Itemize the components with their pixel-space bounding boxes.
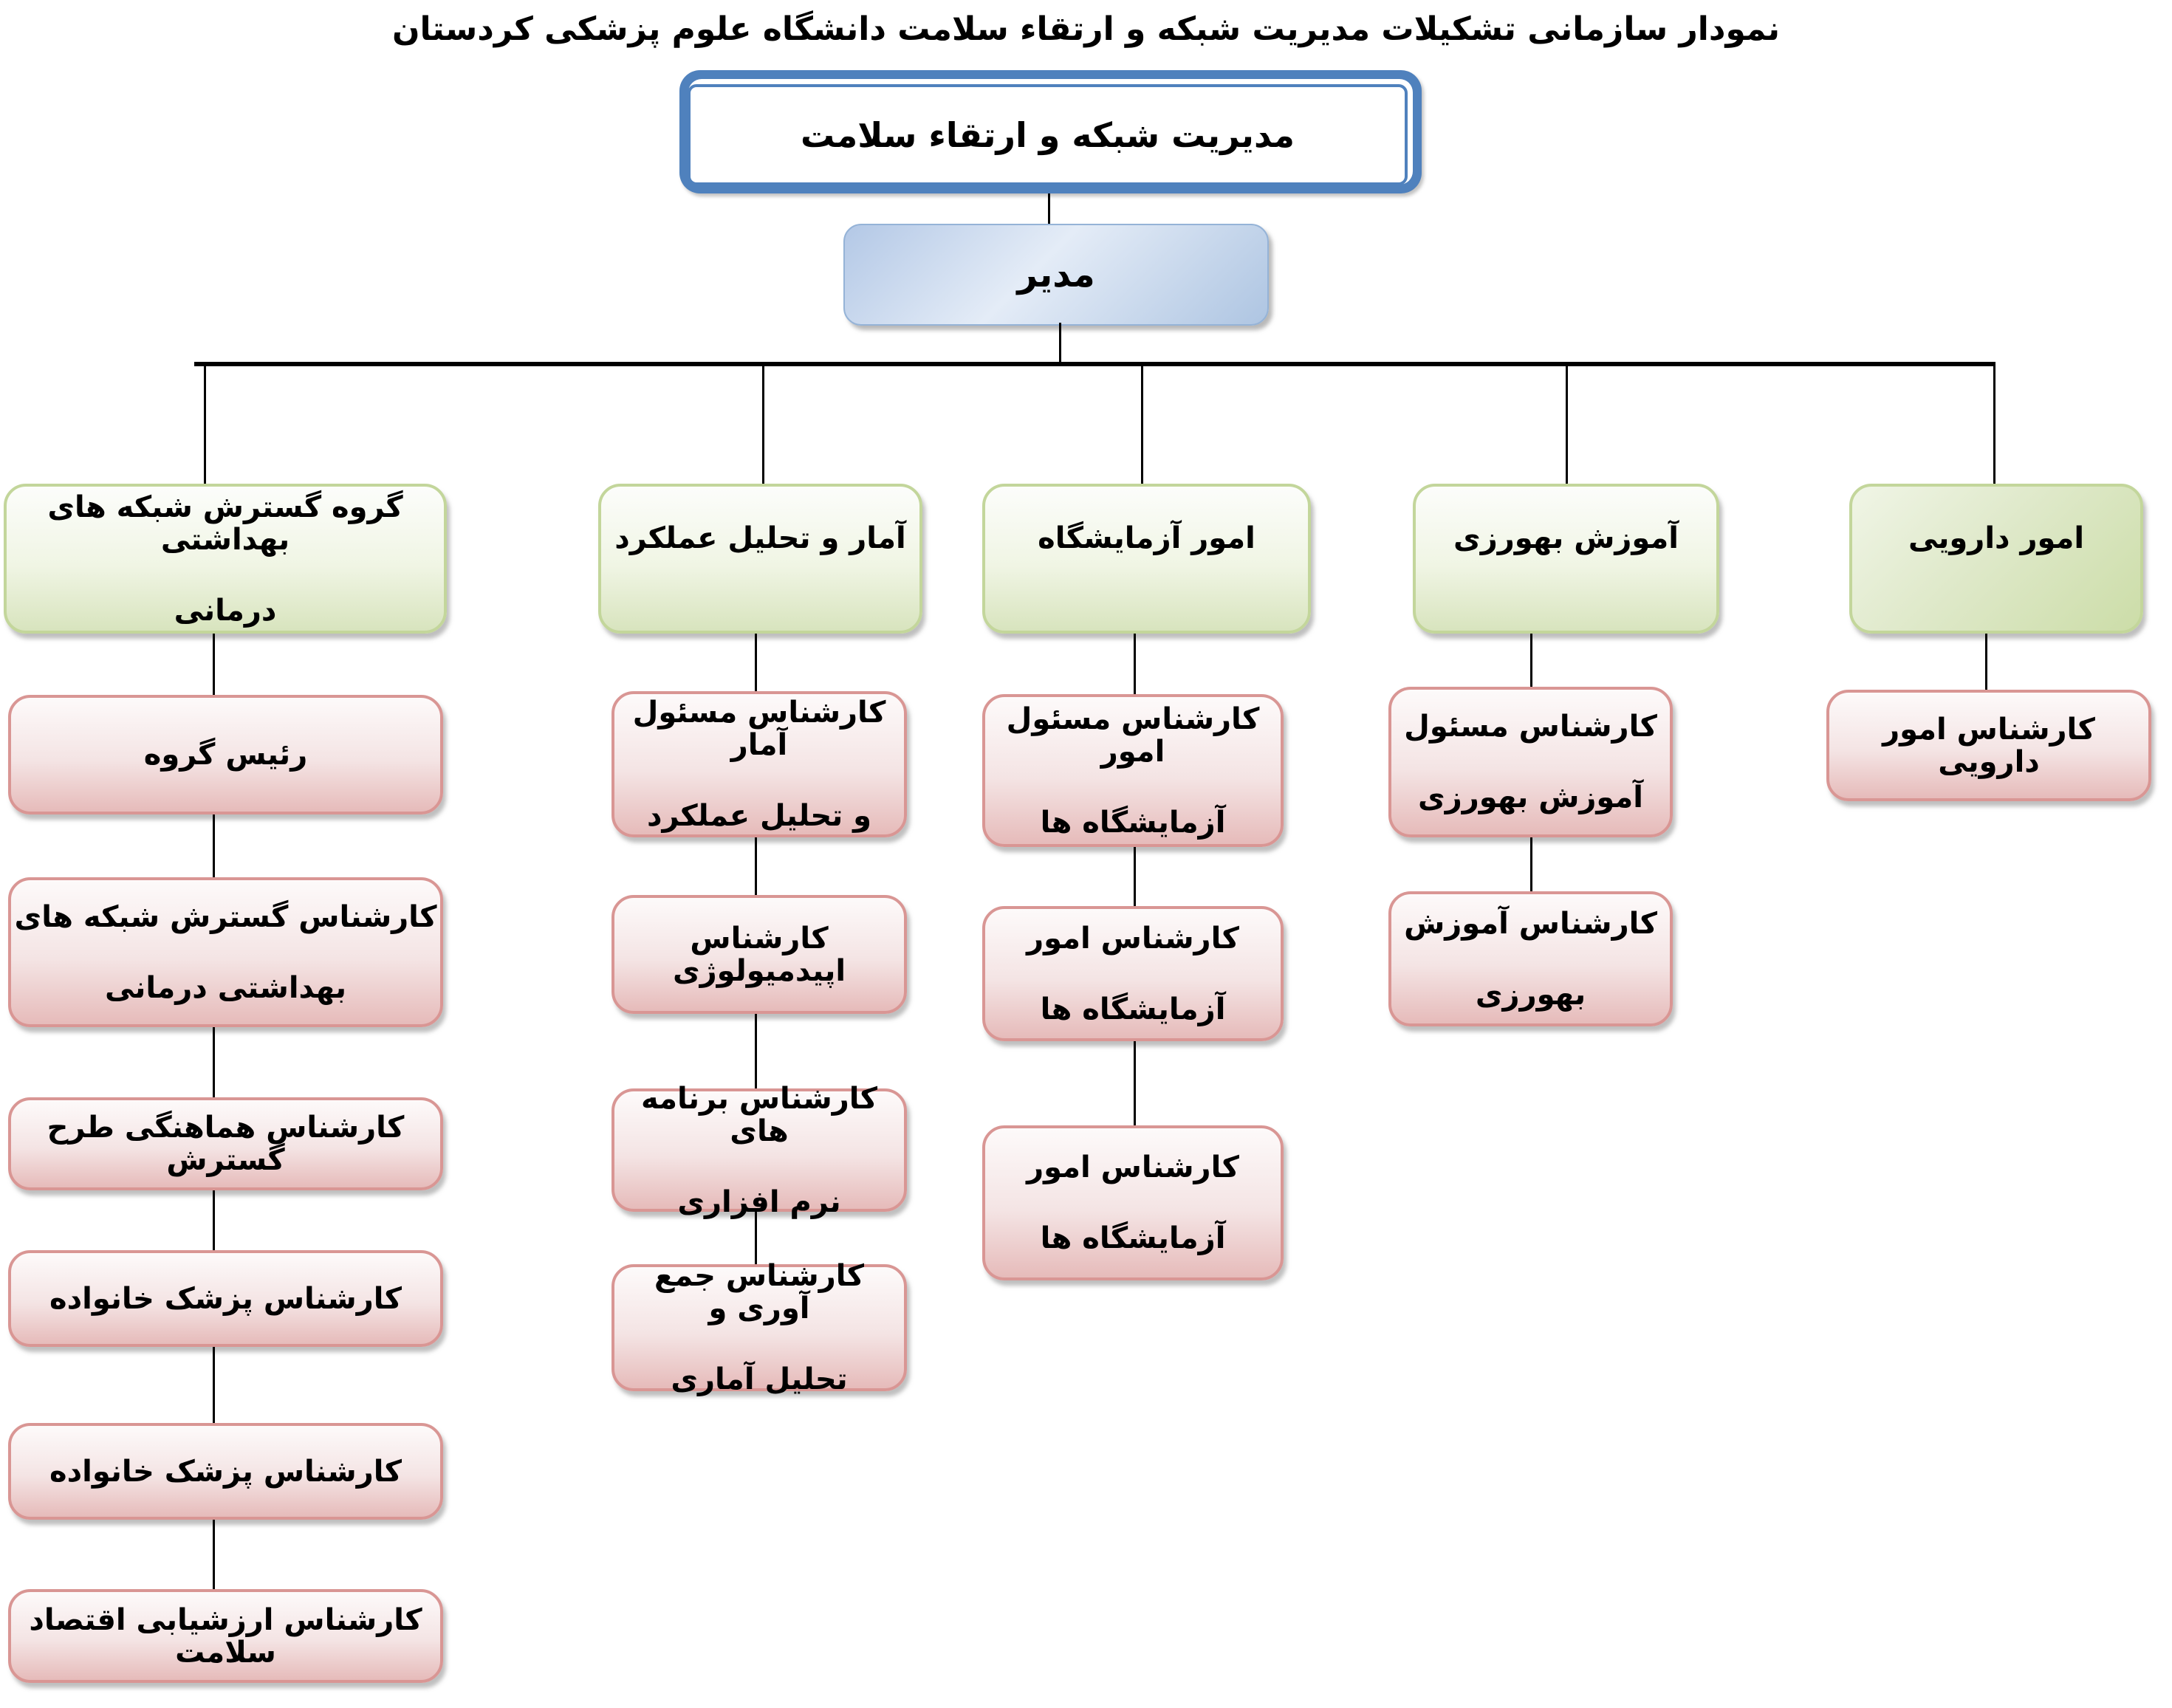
connector-col4 xyxy=(1530,837,1532,891)
dept-label: آموزش بهورزی xyxy=(1453,521,1679,555)
role-label: آزمایشگاه ها xyxy=(1040,992,1226,1026)
role-box-pharmaceutical-expert: کارشناس امور دارویی xyxy=(1826,690,2151,801)
connector-col2 xyxy=(755,837,757,895)
root-box: مدیریت شبکه و ارتقاء سلامت xyxy=(679,70,1422,193)
role-box-behvarz-training-head: کارشناس مسئول آموزش بهورزی xyxy=(1388,687,1673,837)
role-box-expansion-plan-coordination: کارشناس هماهنگی طرح گسترش xyxy=(8,1097,443,1190)
dept-box-behvarz-training: آموزش بهورزی xyxy=(1413,484,1719,634)
connector-drop-dept5 xyxy=(1993,366,1995,484)
role-box-laboratory-expert-2: کارشناس امور آزمایشگاه ها xyxy=(982,1125,1284,1280)
connector-col2 xyxy=(755,1014,757,1088)
dept-box-pharmaceutical: امور دارویی xyxy=(1849,484,2143,634)
dept-box-laboratory: امور آزمایشگاه xyxy=(982,484,1311,634)
role-label: کارشناس برنامه های xyxy=(640,1081,878,1148)
role-box-software-programs-expert: کارشناس برنامه های نرم افزاری xyxy=(611,1083,907,1218)
role-label: کارشناس پزشک خانواده xyxy=(49,1281,402,1316)
role-label: آموزش بهورزی xyxy=(1418,781,1643,814)
role-label: کارشناس امور xyxy=(1027,1150,1239,1184)
connector-col3 xyxy=(1134,634,1136,694)
connector-col1 xyxy=(213,1190,215,1250)
connector-trunk xyxy=(194,362,1995,366)
connector-col3 xyxy=(1134,847,1136,906)
role-box-statistics-head: کارشناس مسئول آمار و تحلیل عملکرد xyxy=(611,691,907,837)
dept-label: امور آزمایشگاه xyxy=(1038,521,1255,555)
dept-box-statistics: آمار و تحلیل عملکرد xyxy=(598,484,922,634)
role-label: کارشناس امور دارویی xyxy=(1882,712,2095,779)
role-label: کارشناس پزشک خانواده xyxy=(49,1454,402,1489)
role-label: کارشناس مسئول xyxy=(1404,710,1657,744)
role-label: کارشناس گسترش شبکه های xyxy=(14,899,437,934)
connector-col2 xyxy=(755,634,757,691)
role-box-epidemiology-expert: کارشناس اپیدمیولوژی xyxy=(611,895,907,1014)
role-label: کارشناس جمع آوری و xyxy=(654,1259,865,1325)
role-label: آزمایشگاه ها xyxy=(1040,1221,1226,1255)
role-label: کارشناس مسئول آمار xyxy=(632,696,886,762)
role-box-laboratory-head: کارشناس مسئول امور آزمایشگاه ها xyxy=(982,694,1284,847)
role-label: کارشناس آموزش xyxy=(1404,906,1657,941)
role-box-network-expansion-expert: کارشناس گسترش شبکه های بهداشتی درمانی xyxy=(8,877,443,1027)
role-box-data-collection-analysis-expert: کارشناس جمع آوری و تحلیل آماری xyxy=(611,1260,907,1396)
connector-col1 xyxy=(213,1027,215,1097)
connector-col1 xyxy=(213,814,215,877)
role-label: نرم افزاری xyxy=(677,1184,841,1219)
role-label: رئیس گروه xyxy=(143,738,308,772)
connector-col1 xyxy=(213,634,215,695)
dept-label: گروه گسترش شبکه های بهداشتی xyxy=(47,490,403,557)
role-label: بهداشتی درمانی xyxy=(104,970,347,1005)
role-box-family-physician-2: کارشناس پزشک خانواده xyxy=(8,1423,443,1520)
connector-col3 xyxy=(1134,1041,1136,1125)
role-label: بهورزی xyxy=(1475,977,1586,1012)
connector-root-manager xyxy=(1048,193,1050,224)
dept-box-network-expansion: گروه گسترش شبکه های بهداشتی درمانی xyxy=(4,484,447,634)
connector-drop-dept4 xyxy=(1566,366,1568,484)
dept-label: آمار و تحلیل عملکرد xyxy=(614,521,906,555)
role-label: تحلیل آماری xyxy=(671,1362,848,1396)
role-label: کارشناس امور xyxy=(1027,921,1239,956)
connector-drop-dept2 xyxy=(762,366,764,484)
dept-label: درمانی xyxy=(174,593,277,628)
role-box-behvarz-training-expert: کارشناس آموزش بهورزی xyxy=(1388,891,1673,1026)
role-box-health-economics-evaluation: کارشناس ارزشیابی اقتصاد سلامت xyxy=(8,1589,443,1683)
connector-col1 xyxy=(213,1520,215,1589)
role-label: و تحلیل عملکرد xyxy=(646,799,872,833)
role-box-group-head: رئیس گروه xyxy=(8,695,443,814)
connector-col2 xyxy=(755,1212,757,1264)
role-label: آزمایشگاه ها xyxy=(1040,805,1226,840)
connector-manager-trunk xyxy=(1059,323,1061,363)
page-title: نمودار سازمانی تشکیلات مدیریت شبکه و ارت… xyxy=(391,10,1781,48)
connector-drop-dept1 xyxy=(204,366,206,484)
dept-label: امور دارویی xyxy=(1908,521,2085,555)
role-label: کارشناس ارزشیابی اقتصاد سلامت xyxy=(29,1602,422,1670)
root-box-label: مدیریت شبکه و ارتقاء سلامت xyxy=(688,84,1408,185)
root-box-frame: مدیریت شبکه و ارتقاء سلامت xyxy=(688,79,1413,185)
role-box-laboratory-expert-1: کارشناس امور آزمایشگاه ها xyxy=(982,906,1284,1041)
role-label: کارشناس مسئول امور xyxy=(1006,702,1260,769)
manager-box: مدیر xyxy=(843,224,1269,326)
connector-col4 xyxy=(1530,634,1532,687)
role-label: کارشناس هماهنگی طرح گسترش xyxy=(47,1111,405,1177)
connector-col5 xyxy=(1985,634,1987,690)
connector-drop-dept3 xyxy=(1141,366,1143,484)
role-label: کارشناس اپیدمیولوژی xyxy=(672,921,846,988)
connector-col1 xyxy=(213,1347,215,1423)
role-box-family-physician-1: کارشناس پزشک خانواده xyxy=(8,1250,443,1347)
